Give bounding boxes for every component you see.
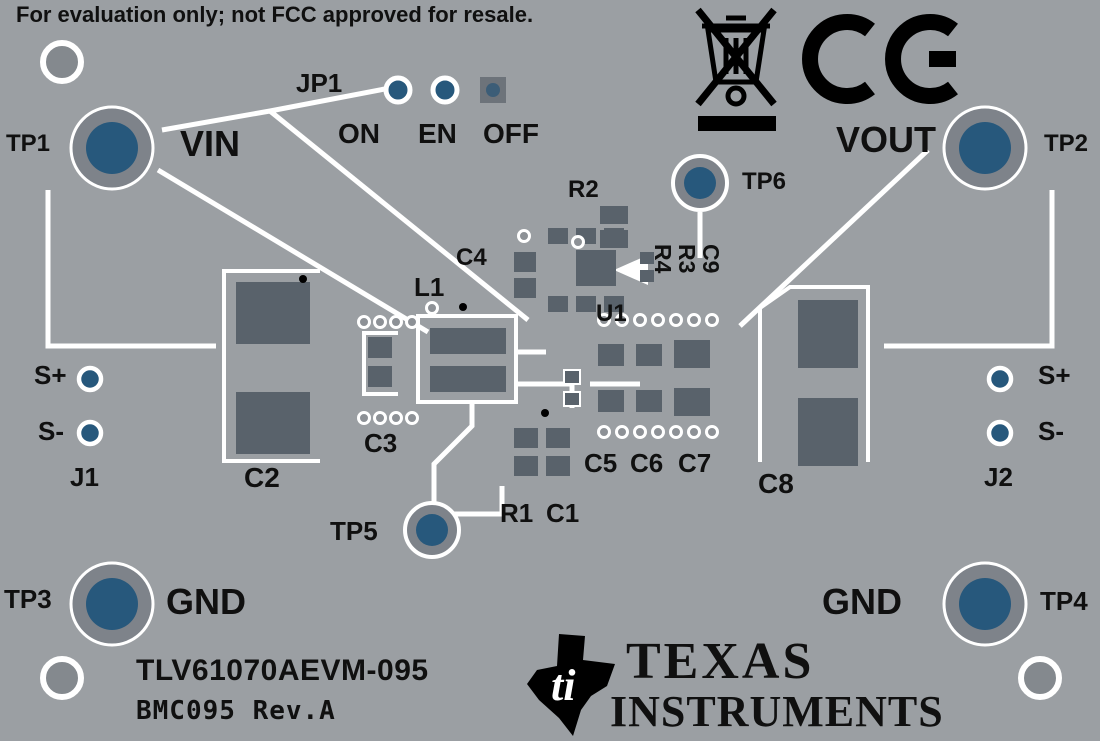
tp3-label: TP3	[4, 584, 52, 614]
l1-label: L1	[414, 272, 445, 302]
c5-label: C5	[584, 448, 618, 478]
weee-bar	[698, 116, 776, 131]
component-outlines	[222, 269, 870, 463]
jp1-pin-on	[383, 75, 413, 105]
c5-capacitor	[598, 344, 624, 412]
j2-sminus-pad	[986, 419, 1014, 447]
silkscreen-traces	[45, 85, 1055, 517]
c3-capacitor	[368, 337, 392, 387]
polarity-dots	[299, 275, 549, 417]
c4-label: C4	[456, 244, 487, 271]
l1-inductor	[430, 328, 506, 392]
j2-label: J2	[984, 462, 1013, 492]
c9-label: C9	[698, 244, 724, 274]
jp1-pin-en	[430, 75, 460, 105]
gnd-right-label: GND	[822, 581, 902, 622]
mounting-hole	[40, 40, 84, 84]
tp6-label: TP6	[742, 168, 787, 195]
c2-capacitor	[236, 282, 310, 454]
c4-capacitor	[514, 252, 536, 298]
c6-label: C6	[630, 448, 664, 478]
c2-outline	[222, 269, 320, 463]
sminus-left-label: S-	[38, 416, 64, 446]
l1-outline	[416, 314, 518, 404]
test-points	[69, 105, 1028, 647]
c3-label: C3	[364, 428, 398, 458]
weee-icon	[695, 7, 777, 131]
j1-splus-pad	[76, 365, 104, 393]
r1-resistor	[514, 428, 538, 476]
c7-label: C7	[678, 448, 712, 478]
mounting-holes	[40, 40, 1062, 700]
gnd-left-label: GND	[166, 581, 246, 622]
c3-outline	[362, 331, 398, 396]
ti-wordmark-instruments: INSTRUMENTS	[610, 687, 944, 736]
j1-label: J1	[70, 462, 99, 492]
c2-label: C2	[244, 462, 280, 493]
tp4-label: TP4	[1040, 586, 1088, 616]
r1-label: R1	[500, 498, 534, 528]
components	[236, 206, 858, 476]
tp2-testpoint	[942, 105, 1028, 191]
vin-label: VIN	[180, 123, 241, 164]
r2-label: R2	[568, 176, 599, 203]
sense-pads	[76, 365, 1014, 447]
part-number: TLV61070AEVM-095	[136, 654, 429, 687]
jp1-label: JP1	[296, 68, 343, 98]
pin1-arrow-icon	[614, 255, 648, 285]
ti-wordmark-texas: TEXAS	[626, 633, 815, 690]
c1-label: C1	[546, 498, 580, 528]
tp1-testpoint	[69, 105, 155, 191]
u1-label: U1	[596, 300, 627, 327]
tp5-label: TP5	[330, 516, 378, 546]
mounting-hole	[40, 656, 84, 700]
j1-sminus-pad	[76, 419, 104, 447]
r4-label: R4	[650, 244, 676, 274]
vias	[357, 229, 719, 439]
vout-label: VOUT	[836, 119, 937, 160]
on-label: ON	[338, 118, 380, 149]
mounting-hole	[1018, 656, 1062, 700]
j2-splus-pad	[986, 365, 1014, 393]
ti-logo-icon: ti	[527, 634, 615, 736]
r3-label: R3	[674, 244, 700, 274]
jp1-header	[383, 75, 506, 105]
sminus-right-label: S-	[1038, 416, 1064, 446]
evaluation-notice: For evaluation only; not FCC approved fo…	[16, 2, 534, 27]
tp5-testpoint	[403, 501, 461, 559]
tp4-testpoint	[942, 561, 1028, 647]
c8-capacitor	[798, 300, 858, 466]
c7-capacitor	[674, 340, 710, 416]
off-label: OFF	[483, 118, 539, 149]
r3-r4-c9-parts	[640, 252, 654, 282]
svg-text:ti: ti	[551, 661, 576, 710]
tp6-testpoint	[671, 154, 729, 212]
c8-outline	[758, 285, 870, 462]
c1-capacitor	[546, 428, 570, 476]
en-label: EN	[418, 118, 457, 149]
tp2-label: TP2	[1044, 130, 1089, 157]
splus-left-label: S+	[34, 360, 67, 390]
c6-capacitor	[636, 344, 662, 412]
board-rev: BMC095 Rev.A	[136, 696, 336, 726]
tp1-label: TP1	[6, 130, 51, 157]
splus-right-label: S+	[1038, 360, 1071, 390]
c8-label: C8	[758, 468, 794, 499]
tp3-testpoint	[69, 561, 155, 647]
small-pads	[563, 369, 581, 407]
u1-ic	[548, 228, 624, 312]
